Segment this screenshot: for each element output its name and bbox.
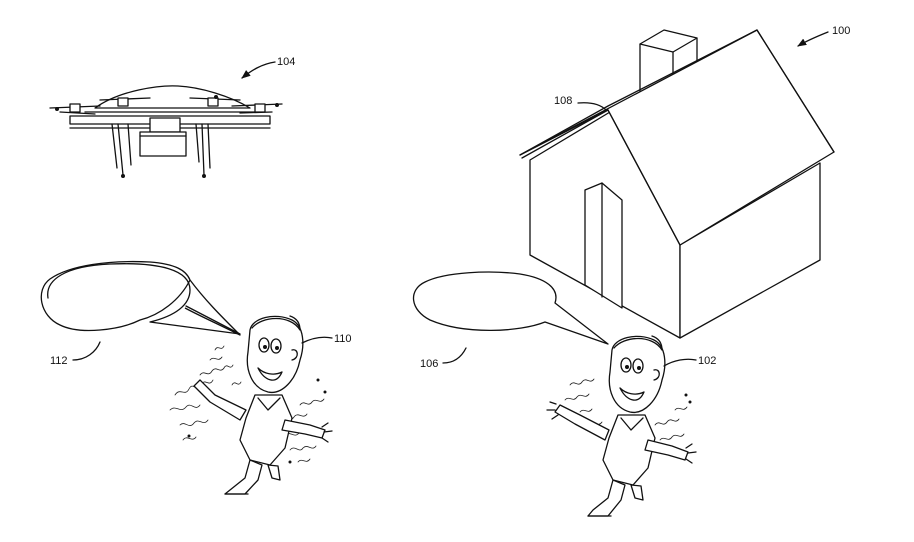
house-door <box>584 182 623 309</box>
person-110-left-leg <box>224 459 263 495</box>
ref-108-label: 108 <box>554 95 572 107</box>
house-right-wall <box>679 162 821 339</box>
ref-102-callout: 102 <box>663 355 716 367</box>
person-102-left-leg <box>587 479 626 517</box>
ref-108-leader <box>577 102 607 111</box>
speech-bubble-112 <box>40 260 241 336</box>
person-102 <box>546 335 697 517</box>
person-102-left-arm <box>554 404 610 441</box>
person-110 <box>169 315 333 495</box>
ref-106-callout: 106 <box>420 347 467 370</box>
speech-bubble-106 <box>412 271 609 345</box>
ref-104-callout: 104 <box>241 56 295 79</box>
ref-106-leader <box>442 347 467 364</box>
ref-100-label: 100 <box>832 25 850 37</box>
bubble-112-shape <box>40 260 241 336</box>
bubble-106-shape <box>412 271 609 345</box>
ref-106-label: 106 <box>420 358 438 370</box>
motion-scribbles <box>564 378 692 456</box>
person-102-right-arm <box>644 439 689 461</box>
person-110-left-arm <box>193 379 247 421</box>
person-102-right-leg <box>630 484 644 501</box>
person-110-head <box>246 315 304 393</box>
delivery-drone <box>49 85 283 178</box>
ref-102-label: 102 <box>698 355 716 367</box>
ref-100-callout: 100 <box>797 25 850 47</box>
ref-102-leader <box>663 358 697 367</box>
ref-112-leader <box>72 341 101 361</box>
house <box>519 29 835 339</box>
ref-110-label: 110 <box>334 333 352 345</box>
ref-100-arrow <box>797 31 829 47</box>
drone-legs <box>111 123 211 178</box>
drone-package <box>139 117 187 157</box>
ref-104-label: 104 <box>277 56 295 68</box>
ref-110-leader <box>301 336 333 344</box>
ref-104-arrow <box>241 61 276 79</box>
ref-112-label: 112 <box>50 355 68 367</box>
person-102-head <box>608 335 666 413</box>
ref-112-callout: 112 <box>50 341 101 367</box>
person-110-right-leg <box>267 464 281 481</box>
ref-108-callout: 108 <box>554 95 607 111</box>
ref-110-callout: 110 <box>301 333 352 345</box>
drone-rotors <box>49 95 283 115</box>
